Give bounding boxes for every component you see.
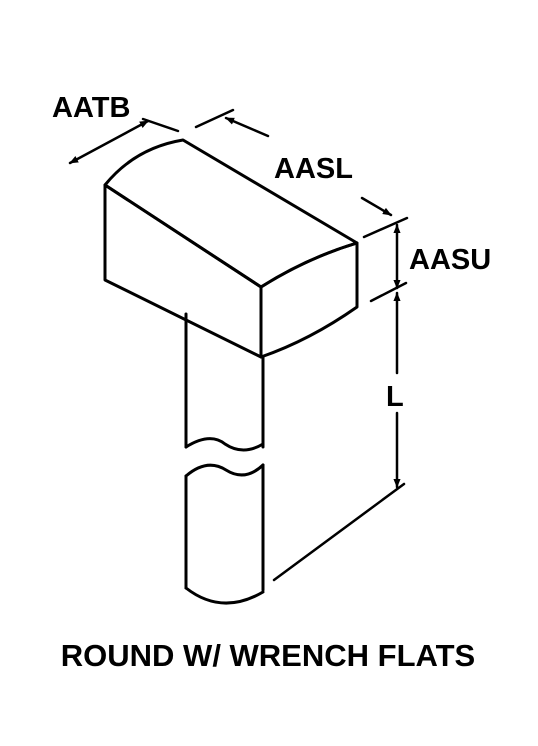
head-side-face: [259, 241, 359, 359]
aatb-arrow: [68, 119, 150, 165]
label-aasl: AASL: [274, 153, 353, 185]
label-l: L: [386, 381, 404, 413]
shank-upper: [184, 312, 265, 452]
shank-bottom-curve: [184, 586, 265, 605]
break-line-upper: [184, 437, 265, 452]
break-line-lower: [184, 463, 265, 478]
dimension-arrows: [68, 116, 401, 489]
shank-lower: [184, 463, 265, 605]
head-front-face: [103, 183, 263, 359]
aasl-arrow-left: [224, 116, 270, 138]
label-aatb: AATB: [52, 92, 130, 124]
aasl-arrow-right: [360, 196, 393, 217]
label-aasu: AASU: [409, 244, 491, 276]
diagram-caption: ROUND W/ WRENCH FLATS: [61, 638, 475, 673]
